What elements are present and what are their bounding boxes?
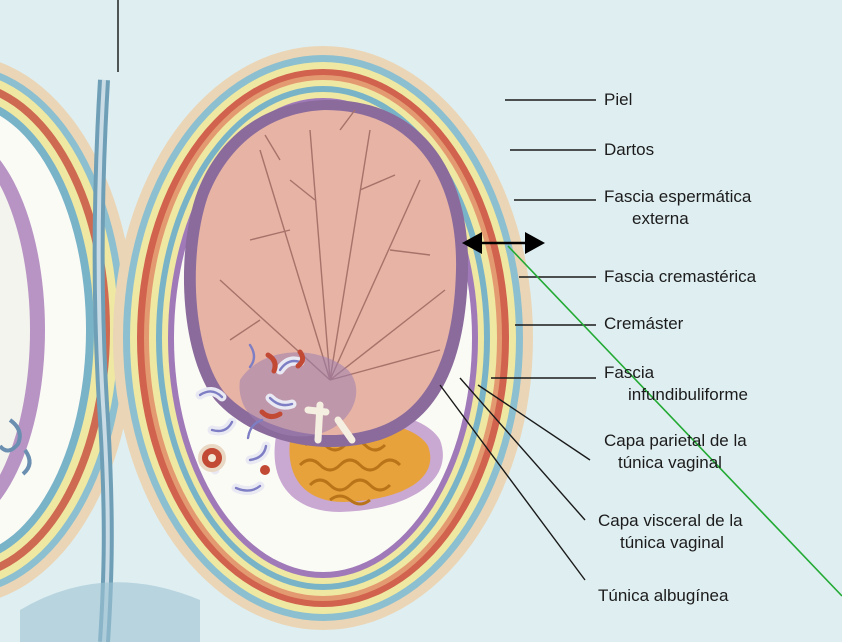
label-cremaster: Cremáster xyxy=(604,313,683,335)
label-piel: Piel xyxy=(604,89,632,111)
label-fascia-cremasterica: Fascia cremastérica xyxy=(604,266,756,288)
label-dartos: Dartos xyxy=(604,139,654,161)
label-capa-visceral-line2: túnica vaginal xyxy=(598,532,743,554)
label-fascia-espermatica-line1: Fascia espermática xyxy=(604,186,751,208)
label-fascia-infundibuliforme: Fascia infundibuliforme xyxy=(604,362,748,406)
label-capa-parietal: Capa parietal de la túnica vaginal xyxy=(604,430,747,474)
label-capa-parietal-line1: Capa parietal de la xyxy=(604,430,747,452)
label-capa-visceral: Capa visceral de la túnica vaginal xyxy=(598,510,743,554)
label-fascia-infundibuliforme-line1: Fascia xyxy=(604,362,748,384)
label-tunica-albuginea: Túnica albugínea xyxy=(598,585,728,607)
label-fascia-infundibuliforme-line2: infundibuliforme xyxy=(604,384,748,406)
label-capa-parietal-line2: túnica vaginal xyxy=(604,452,747,474)
label-fascia-espermatica-externa: Fascia espermática externa xyxy=(604,186,751,230)
label-capa-visceral-line1: Capa visceral de la xyxy=(598,510,743,532)
label-fascia-espermatica-line2: externa xyxy=(604,208,751,230)
testis xyxy=(184,100,468,447)
